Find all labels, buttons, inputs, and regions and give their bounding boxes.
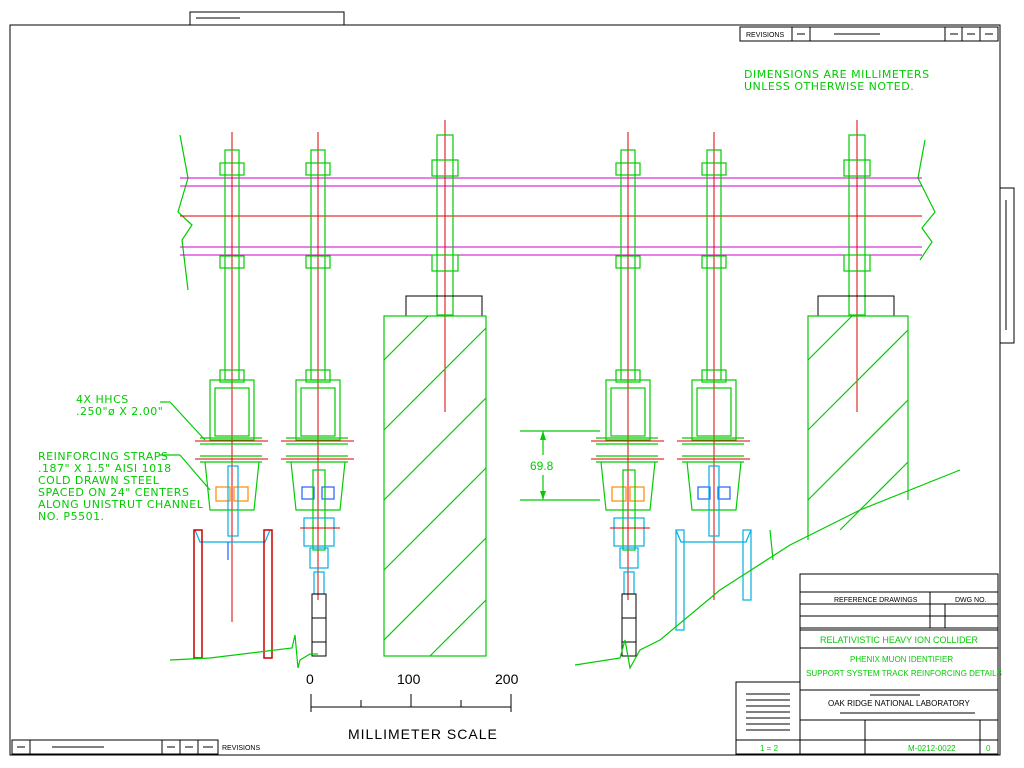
scale-tick-200: 200 [495, 671, 519, 687]
tb-title-2: SUPPORT SYSTEM TRACK REINFORCING DETAILS [806, 669, 1002, 678]
revisions-bottom-block [11, 739, 219, 755]
callout-straps-4: SPACED ON 24" CENTERS [38, 486, 189, 499]
dimension-69-8 [520, 430, 600, 501]
revisions-top-label: REVISIONS [746, 32, 784, 39]
clamp-bracket-4 [677, 379, 750, 511]
track-assembly-4 [675, 465, 752, 631]
dimension-label: 69.8 [530, 459, 554, 473]
centerlines [231, 120, 858, 622]
tb-reference-drawings: REFERENCE DRAWINGS [834, 597, 918, 604]
tb-dwg-no-header: DWG NO. [955, 597, 987, 604]
track-assembly-1 [193, 465, 273, 659]
support-post-left [383, 295, 487, 657]
revisions-bottom-label: REVISIONS [222, 745, 260, 752]
tb-title-1: PHENIX MUON IDENTIFIER [850, 655, 953, 664]
title-block-frame [735, 573, 999, 755]
right-edge-tab [999, 187, 1015, 344]
top-tab [189, 11, 345, 26]
tb-scale-value: 1 = 2 [760, 744, 779, 753]
clamp-bracket-2 [281, 379, 354, 511]
break-lines [169, 469, 961, 670]
sheet-border [9, 24, 1001, 756]
tb-drawing-number: M-0212-0022 [908, 744, 956, 753]
track-assembly-2 [300, 469, 340, 657]
callout-hhcs-2: .250"ø X 2.00" [76, 405, 163, 418]
clamp-bracket-3 [591, 379, 664, 511]
tb-project: RELATIVISTIC HEAVY ION COLLIDER [820, 635, 979, 645]
scale-label: MILLIMETER SCALE [348, 726, 498, 742]
callout-straps-5: ALONG UNISTRUT CHANNEL [38, 498, 204, 511]
scale-tick-0: 0 [306, 671, 314, 687]
callout-straps-6: NO. P5501. [38, 510, 105, 523]
scale-tick-100: 100 [397, 671, 421, 687]
unistrut-channel [177, 134, 936, 291]
tb-organization: OAK RIDGE NATIONAL LABORATORY [828, 699, 970, 708]
callout-straps-1: REINFORCING STRAPS [38, 450, 168, 463]
callout-straps-2: .187" X 1.5" AISI 1018 [38, 462, 172, 475]
note-dimensions-2: UNLESS OTHERWISE NOTED. [744, 80, 914, 93]
clamp-bracket-1 [195, 379, 268, 511]
revisions-top-block [739, 26, 999, 42]
support-post-right [807, 295, 909, 540]
hanger-rod-3 [431, 134, 459, 316]
millimeter-scale-bar [310, 694, 512, 712]
callout-hhcs-1: 4X HHCS [76, 393, 129, 406]
callout-leaders [160, 401, 211, 491]
track-assembly-3 [610, 469, 650, 657]
tb-revision: 0 [986, 744, 991, 753]
callout-straps-3: COLD DRAWN STEEL [38, 474, 160, 487]
hanger-rod-6 [843, 134, 871, 316]
note-dimensions-1: DIMENSIONS ARE MILLIMETERS [744, 68, 930, 81]
